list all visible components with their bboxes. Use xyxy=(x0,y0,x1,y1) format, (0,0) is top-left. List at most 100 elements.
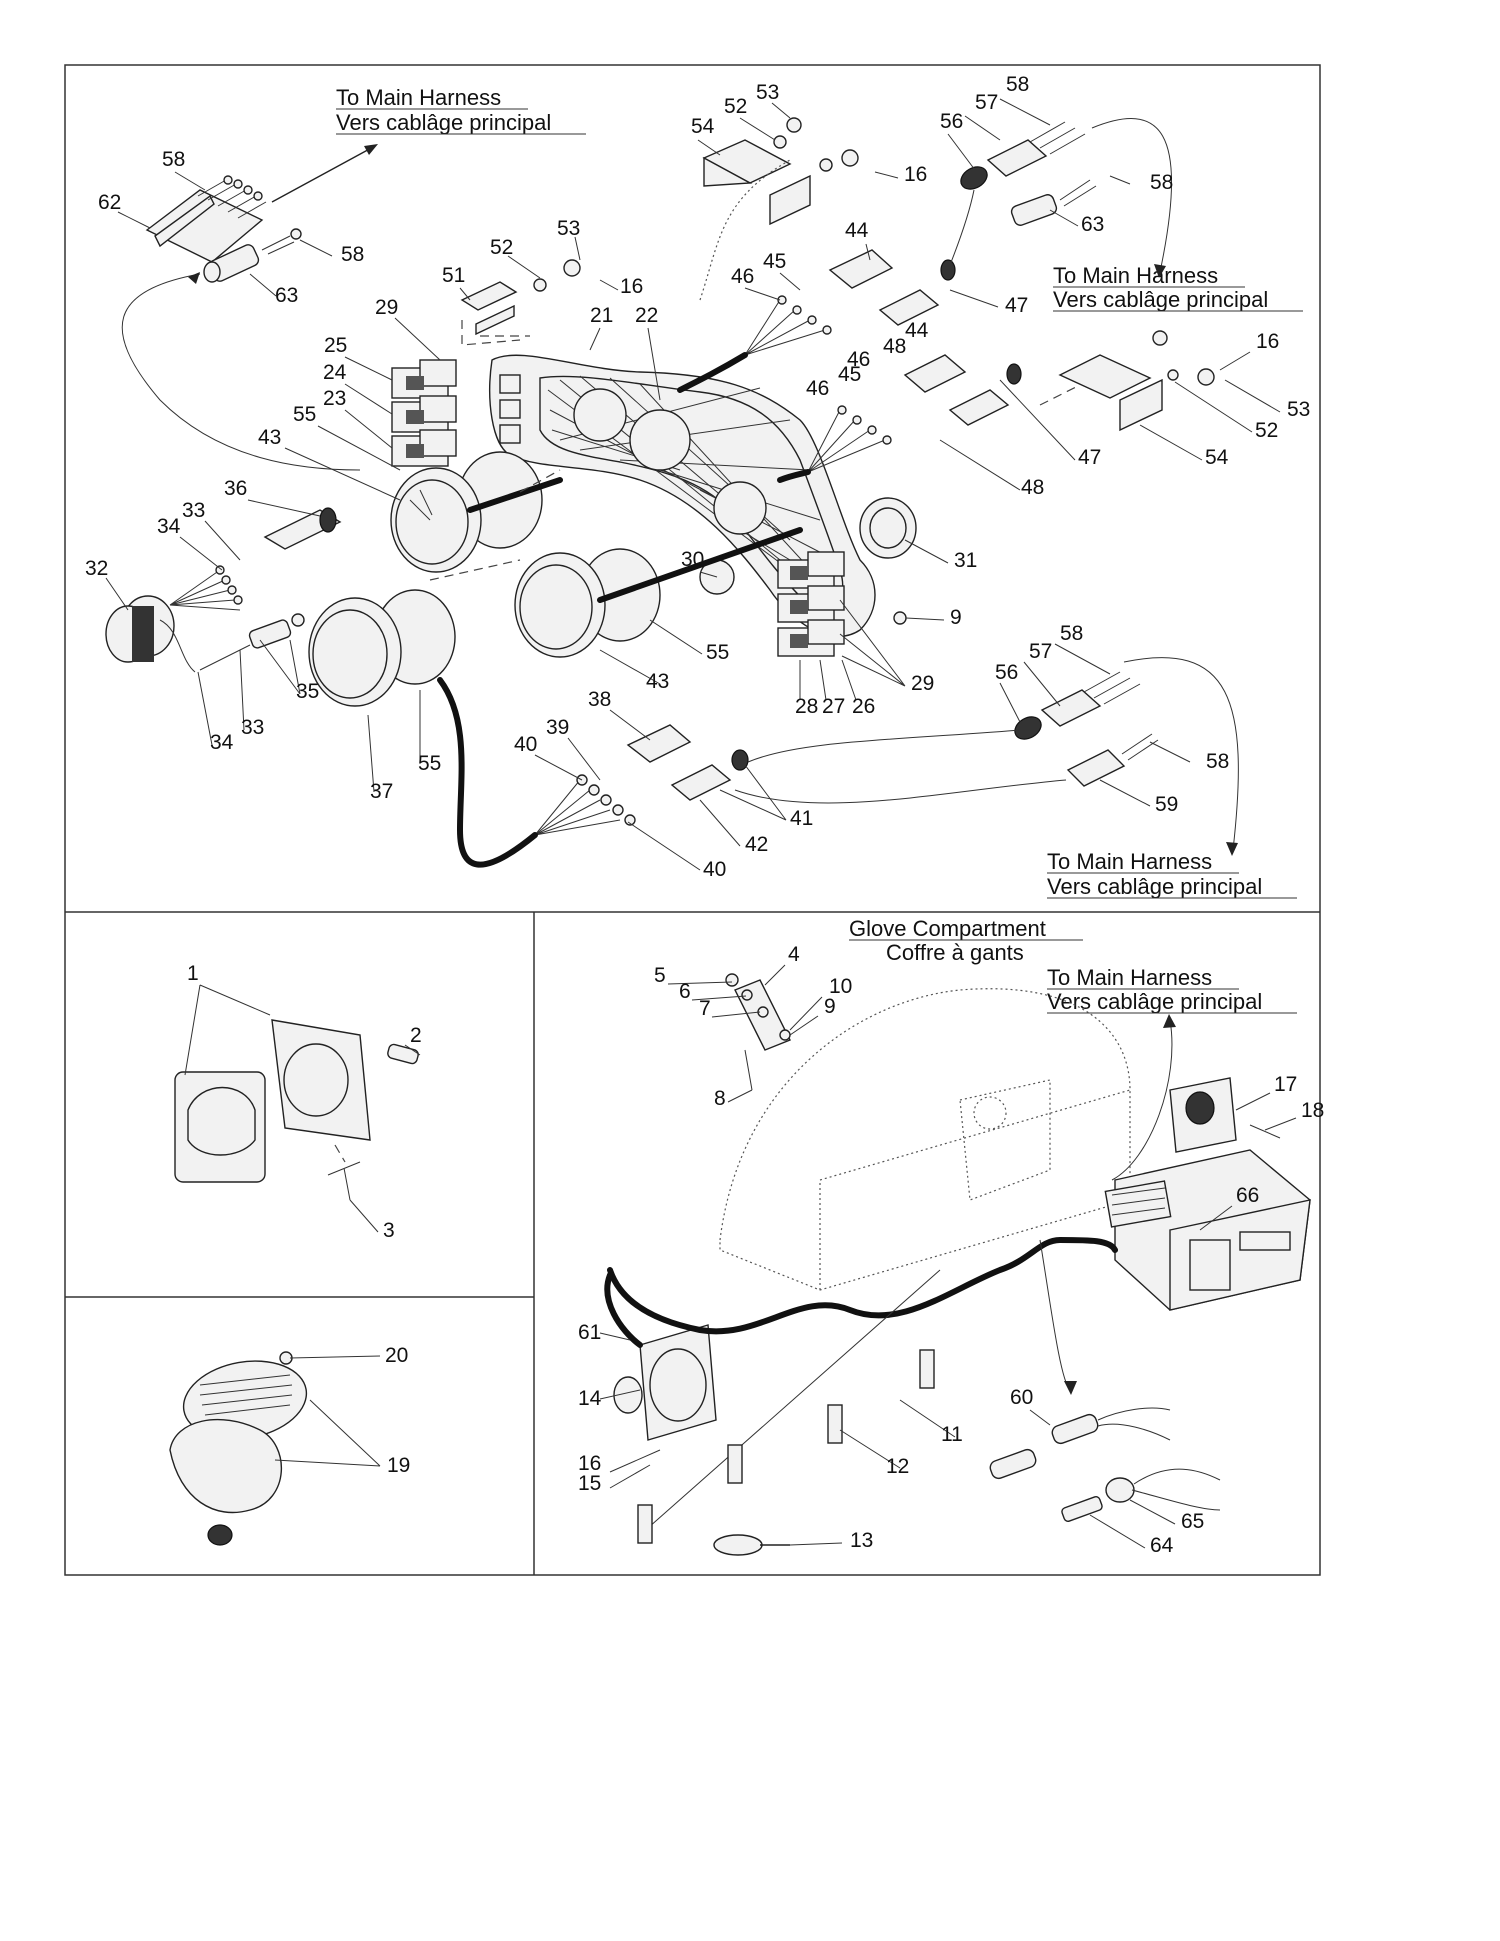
callout-45: 45 xyxy=(763,250,786,273)
callout-58: 58 xyxy=(341,243,364,266)
callout-28: 28 xyxy=(795,695,818,718)
callout-47: 47 xyxy=(1005,294,1028,317)
callout-12: 12 xyxy=(886,1455,909,1478)
harness-wire-upper xyxy=(677,352,748,393)
callout-48: 48 xyxy=(883,335,906,358)
callout-32: 32 xyxy=(85,557,108,580)
callout-6: 6 xyxy=(679,980,691,1003)
harness-arrows xyxy=(271,118,1239,1181)
callout-52: 52 xyxy=(1255,419,1278,442)
callout-2: 2 xyxy=(410,1024,422,1047)
callout-64: 64 xyxy=(1150,1534,1174,1557)
callout-53: 53 xyxy=(756,81,779,104)
harness-label-en-4: To Main Harness xyxy=(1047,965,1212,990)
callout-44: 44 xyxy=(905,319,929,342)
connector-35 xyxy=(159,613,305,673)
callout-46: 46 xyxy=(847,348,870,371)
callout-38: 38 xyxy=(588,688,611,711)
callout-9: 9 xyxy=(824,995,836,1018)
washer-9-upper xyxy=(893,611,907,625)
connector-62 xyxy=(145,175,267,263)
callout-16: 16 xyxy=(1256,330,1279,353)
callout-56: 56 xyxy=(995,661,1018,684)
callout-58: 58 xyxy=(1150,171,1173,194)
connector-36 xyxy=(169,507,342,611)
callout-10: 10 xyxy=(829,975,852,998)
callout-25: 25 xyxy=(324,334,347,357)
socket-17 xyxy=(1169,1077,1281,1153)
callout-11: 11 xyxy=(941,1423,963,1446)
horn-assembly xyxy=(169,1351,308,1546)
header-labels: To Main Harness Vers cablâge principal T… xyxy=(336,85,1303,1014)
callout-17: 17 xyxy=(1274,1073,1297,1096)
clips-11-12 xyxy=(637,1349,935,1544)
callout-53: 53 xyxy=(557,217,580,240)
callout-41: 41 xyxy=(790,807,813,830)
bracket-54-right xyxy=(1039,330,1215,432)
callout-34: 34 xyxy=(157,515,181,538)
callout-37: 37 xyxy=(370,780,393,803)
callout-63: 63 xyxy=(1081,213,1104,236)
callout-3: 3 xyxy=(383,1219,395,1242)
callout-43: 43 xyxy=(258,426,281,449)
callout-9: 9 xyxy=(950,606,962,629)
callout-16: 16 xyxy=(620,275,643,298)
gauge-32 xyxy=(105,595,175,663)
callout-18: 18 xyxy=(1301,1099,1324,1122)
connector-44-48-lower xyxy=(807,354,1022,473)
connector-44-48-upper xyxy=(744,249,956,356)
callout-44: 44 xyxy=(845,219,869,242)
callout-48: 48 xyxy=(1021,476,1044,499)
callout-59: 59 xyxy=(1155,793,1178,816)
harness-plug-66 xyxy=(1104,1180,1172,1228)
callout-35: 35 xyxy=(296,680,319,703)
glove-compartment-label-en: Glove Compartment xyxy=(849,916,1046,941)
callout-30: 30 xyxy=(681,548,704,571)
gauge-37 xyxy=(308,589,456,707)
callout-45: 45 xyxy=(838,363,861,386)
bracket-54-top xyxy=(702,117,859,226)
ring-31 xyxy=(859,497,917,559)
callout-19: 19 xyxy=(387,1454,410,1477)
callout-14: 14 xyxy=(578,1387,602,1410)
callout-33: 33 xyxy=(182,499,205,522)
callout-61: 61 xyxy=(578,1321,601,1344)
connector-38-42 xyxy=(534,724,749,836)
callout-55: 55 xyxy=(418,752,441,775)
callout-29: 29 xyxy=(911,672,934,695)
callout-58: 58 xyxy=(162,148,185,171)
callout-33: 33 xyxy=(241,716,264,739)
callout-51: 51 xyxy=(442,264,465,287)
callout-47: 47 xyxy=(1078,446,1101,469)
callout-24: 24 xyxy=(323,361,347,384)
glove-compartment-label-fr: Coffre à gants xyxy=(886,940,1024,965)
instrument-cluster-assembly xyxy=(105,117,1215,868)
callout-16: 16 xyxy=(904,163,927,186)
callout-5: 5 xyxy=(654,964,666,987)
harness-label-en-1: To Main Harness xyxy=(336,85,501,110)
bracket-51 xyxy=(460,259,581,346)
harness-label-fr-4: Vers cablâge principal xyxy=(1047,989,1262,1014)
connectors-60-65 xyxy=(989,1407,1221,1522)
callout-54: 54 xyxy=(691,115,715,138)
glove-compartment-assembly xyxy=(604,973,1311,1556)
callout-46: 46 xyxy=(731,265,754,288)
connector-56-59-lower xyxy=(1014,671,1159,787)
callout-58: 58 xyxy=(1060,622,1083,645)
callout-16: 16 xyxy=(578,1452,601,1475)
speaker-14 xyxy=(613,1324,717,1441)
harness-wire-lower xyxy=(437,677,538,868)
callout-65: 65 xyxy=(1181,1510,1204,1533)
panel-frames xyxy=(64,64,1321,1576)
outer-frame xyxy=(64,64,1321,1576)
callout-29: 29 xyxy=(375,296,398,319)
callout-1: 1 xyxy=(187,962,199,985)
harness-label-fr-2: Vers cablâge principal xyxy=(1053,287,1268,312)
vent-assembly xyxy=(174,1019,419,1201)
switches-26-28 xyxy=(777,551,845,657)
bracket-4 xyxy=(725,973,791,1091)
callout-56: 56 xyxy=(940,110,963,133)
callout-62: 62 xyxy=(98,191,121,214)
callout-53: 53 xyxy=(1287,398,1310,421)
